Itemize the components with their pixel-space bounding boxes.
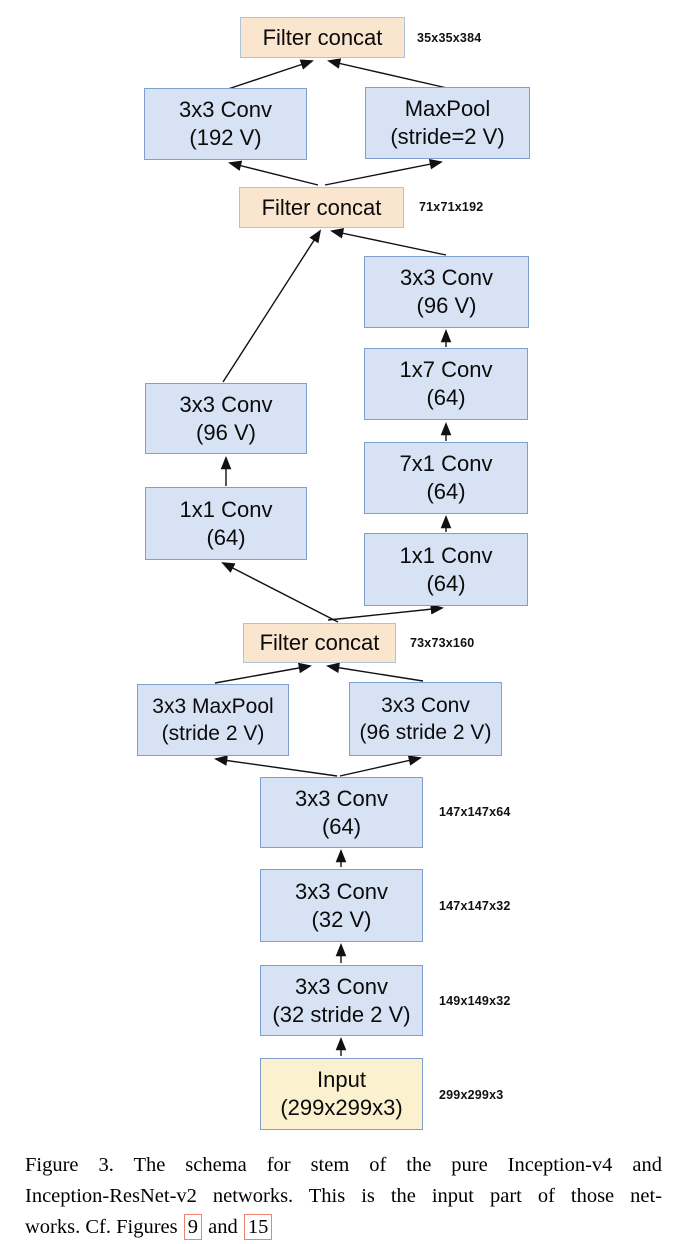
shape-annotation-299x299x3: 299x299x3 — [439, 1088, 504, 1102]
node-conv-7x1-64: 7x1 Conv (64) — [364, 442, 528, 514]
figure-ref-15-link[interactable]: 15 — [243, 1214, 273, 1240]
shape-annotation-149x149x32: 149x149x32 — [439, 994, 511, 1008]
node-sublabel: (64) — [206, 524, 246, 550]
node-label: 3x3 Conv — [381, 694, 470, 717]
node-label: 3x3 Conv — [179, 391, 273, 417]
shape-annotation-73x73x160: 73x73x160 — [410, 636, 475, 650]
node-sublabel: (96 stride 2 V) — [359, 721, 492, 744]
node-sublabel: (stride=2 V) — [390, 124, 505, 149]
node-conv-1x1-64-right: 1x1 Conv (64) — [364, 533, 528, 606]
node-label: 3x3 MaxPool — [152, 695, 274, 718]
node-maxpool-stride2: MaxPool (stride=2 V) — [365, 87, 530, 159]
node-conv-3x3-96-stride2: 3x3 Conv (96 stride 2 V) — [349, 682, 502, 756]
node-sublabel: (96 V) — [196, 419, 256, 445]
node-label: 1x1 Conv — [179, 496, 273, 522]
node-conv-1x7-64: 1x7 Conv (64) — [364, 348, 528, 420]
node-input-299: Input (299x299x3) — [260, 1058, 423, 1130]
shape-annotation-147x147x64: 147x147x64 — [439, 805, 511, 819]
node-label: Input — [317, 1067, 366, 1092]
node-sublabel: (64) — [321, 813, 362, 839]
node-conv-3x3-192v: 3x3 Conv (192 V) — [144, 88, 307, 160]
node-conv-3x3-32v: 3x3 Conv (32 V) — [260, 869, 423, 942]
node-sublabel: (96 V) — [416, 293, 477, 318]
node-label: Filter concat — [259, 630, 380, 655]
node-label: 3x3 Conv — [295, 973, 388, 999]
shape-annotation-147x147x32: 147x147x32 — [439, 899, 511, 913]
node-filter-concat-middle: Filter concat — [239, 187, 404, 228]
shape-annotation-71x71x192: 71x71x192 — [419, 200, 484, 214]
node-label: 3x3 Conv — [295, 878, 388, 904]
node-label: MaxPool — [404, 96, 491, 121]
node-filter-concat-top: Filter concat — [240, 17, 405, 58]
node-sublabel: (64) — [426, 570, 466, 596]
node-sublabel: (192 V) — [189, 125, 262, 150]
node-maxpool-3x3-stride2: 3x3 MaxPool (stride 2 V) — [137, 684, 289, 756]
node-label: 7x1 Conv — [399, 451, 493, 476]
caption-line-3-text: works. Cf. Figures — [25, 1216, 178, 1238]
caption-line-2: Inception-ResNet-v2 networks. This is th… — [25, 1185, 662, 1207]
node-sublabel: (32 V) — [311, 906, 372, 932]
shape-annotation-35x35x384: 35x35x384 — [417, 31, 482, 45]
node-label: 1x7 Conv — [399, 357, 493, 382]
node-sublabel: (299x299x3) — [280, 1095, 403, 1120]
node-label: 3x3 Conv — [400, 265, 493, 290]
node-conv-3x3-64: 3x3 Conv (64) — [260, 777, 423, 848]
caption-line-3: works. Cf. Figures 9 and 15 — [25, 1212, 662, 1243]
node-filter-concat-bottom: Filter concat — [243, 623, 396, 663]
caption-conjunction: and — [208, 1216, 238, 1238]
figure-ref-9-link[interactable]: 9 — [183, 1214, 202, 1240]
node-conv-3x3-96v-left: 3x3 Conv (96 V) — [145, 383, 307, 454]
node-label: 3x3 Conv — [179, 97, 272, 122]
node-label: Filter concat — [262, 24, 383, 50]
node-sublabel: (stride 2 V) — [161, 722, 265, 745]
node-conv-1x1-64-left: 1x1 Conv (64) — [145, 487, 307, 560]
node-label: Filter concat — [261, 194, 382, 220]
node-sublabel: (32 stride 2 V) — [272, 1001, 411, 1027]
node-conv-3x3-96v-right: 3x3 Conv (96 V) — [364, 256, 529, 328]
node-sublabel: (64) — [426, 385, 466, 410]
node-sublabel: (64) — [426, 479, 466, 504]
figure-caption: Figure 3. The schema for stem of the pur… — [25, 1150, 662, 1243]
node-label: 3x3 Conv — [295, 785, 388, 811]
node-label: 1x1 Conv — [399, 542, 493, 568]
node-conv-3x3-32-stride2: 3x3 Conv (32 stride 2 V) — [260, 965, 423, 1036]
caption-line-1: Figure 3. The schema for stem of the pur… — [25, 1154, 662, 1176]
